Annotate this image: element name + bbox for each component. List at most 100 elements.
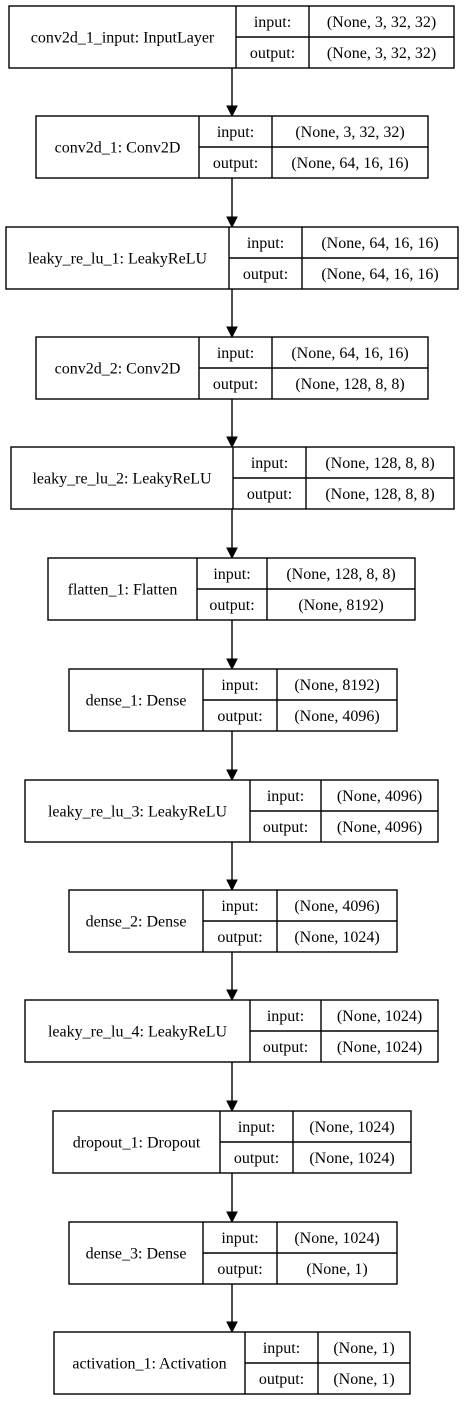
output-label: output: bbox=[250, 45, 295, 62]
layer-node: leaky_re_lu_1: LeakyReLU input: (None, 64,… bbox=[5, 226, 459, 290]
input-label: input: bbox=[221, 898, 258, 915]
input-label: input: bbox=[267, 788, 304, 805]
arrow-head bbox=[226, 1100, 238, 1113]
arrow-head bbox=[226, 436, 238, 449]
output-shape: (None, 1024) bbox=[337, 1039, 422, 1056]
input-shape: (None, 1) bbox=[333, 1340, 394, 1357]
output-label: output: bbox=[263, 819, 308, 836]
output-shape: (None, 8192) bbox=[298, 597, 383, 614]
flow-arrow bbox=[226, 289, 238, 339]
input-shape: (None, 1024) bbox=[337, 1008, 422, 1025]
output-label: output: bbox=[213, 155, 258, 172]
output-shape: (None, 1024) bbox=[294, 929, 379, 946]
output-label: output: bbox=[213, 376, 258, 393]
output-shape: (None, 1) bbox=[306, 1261, 367, 1278]
input-shape: (None, 128, 8, 8) bbox=[286, 566, 395, 583]
input-label: input: bbox=[221, 677, 258, 694]
layer-title: dropout_1: Dropout bbox=[73, 1135, 201, 1152]
layer-title: dense_3: Dense bbox=[86, 1246, 187, 1263]
arrow-head bbox=[226, 1321, 238, 1334]
flow-arrow bbox=[226, 1284, 238, 1334]
layer-title: dense_1: Dense bbox=[86, 693, 187, 710]
flow-arrow bbox=[226, 399, 238, 449]
output-shape: (None, 64, 16, 16) bbox=[321, 266, 438, 283]
arrow-head bbox=[226, 216, 238, 229]
layer-title: leaky_re_lu_2: LeakyReLU bbox=[32, 471, 211, 488]
layer-title: leaky_re_lu_4: LeakyReLU bbox=[48, 1024, 227, 1041]
arrow-head bbox=[226, 547, 238, 560]
layer-node: dense_1: Dense input: (None, 8192) output: (… bbox=[68, 668, 398, 732]
input-shape: (None, 3, 32, 32) bbox=[295, 124, 404, 141]
layer-node: dropout_1: Dropout input: (None, 1024) outp… bbox=[52, 1110, 412, 1174]
output-label: output: bbox=[217, 1261, 262, 1278]
output-shape: (None, 3, 32, 32) bbox=[327, 45, 436, 62]
output-label: output: bbox=[234, 1150, 279, 1167]
output-shape: (None, 128, 8, 8) bbox=[325, 486, 434, 503]
input-shape: (None, 4096) bbox=[337, 788, 422, 805]
input-shape: (None, 3, 32, 32) bbox=[327, 14, 436, 31]
layer-node: leaky_re_lu_2: LeakyReLU input: (None, 128… bbox=[10, 446, 455, 510]
input-label: input: bbox=[251, 455, 288, 472]
output-label: output: bbox=[247, 486, 292, 503]
arrow-head bbox=[226, 658, 238, 671]
input-label: input: bbox=[221, 1230, 258, 1247]
layer-node: leaky_re_lu_3: LeakyReLU input: (None, 409… bbox=[24, 779, 439, 843]
layer-node: flatten_1: Flatten input: (None, 128, 8, 8… bbox=[47, 557, 416, 621]
layer-title: dense_2: Dense bbox=[86, 914, 187, 931]
output-shape: (None, 4096) bbox=[337, 819, 422, 836]
input-label: input: bbox=[267, 1008, 304, 1025]
input-shape: (None, 1024) bbox=[294, 1230, 379, 1247]
layer-node: activation_1: Activation input: (None, 1) o… bbox=[53, 1331, 411, 1395]
arrow-head bbox=[226, 326, 238, 339]
layer-title: activation_1: Activation bbox=[72, 1356, 226, 1373]
input-label: input: bbox=[217, 345, 254, 362]
flow-arrow bbox=[226, 509, 238, 560]
input-shape: (None, 128, 8, 8) bbox=[325, 455, 434, 472]
arrow-head bbox=[226, 1211, 238, 1224]
layer-node: conv2d_2: Conv2D input: (None, 64, 16, 16)… bbox=[35, 336, 429, 400]
input-label: input: bbox=[254, 14, 291, 31]
output-shape: (None, 1024) bbox=[309, 1150, 394, 1167]
input-label: input: bbox=[217, 124, 254, 141]
flow-arrow bbox=[226, 620, 238, 671]
output-label: output: bbox=[209, 597, 254, 614]
flow-arrow bbox=[226, 842, 238, 892]
flow-arrow bbox=[226, 1173, 238, 1224]
layer-node: leaky_re_lu_4: LeakyReLU input: (None, 102… bbox=[24, 999, 439, 1063]
input-shape: (None, 64, 16, 16) bbox=[291, 345, 408, 362]
output-shape: (None, 1) bbox=[333, 1371, 394, 1388]
input-shape: (None, 1024) bbox=[309, 1119, 394, 1136]
arrow-head bbox=[226, 105, 238, 118]
output-shape: (None, 128, 8, 8) bbox=[295, 376, 404, 393]
output-label: output: bbox=[263, 1039, 308, 1056]
input-label: input: bbox=[247, 235, 284, 252]
arrow-head bbox=[226, 769, 238, 782]
layer-title: leaky_re_lu_1: LeakyReLU bbox=[28, 251, 207, 268]
flow-arrow bbox=[226, 68, 238, 118]
layer-title: flatten_1: Flatten bbox=[68, 582, 178, 599]
layer-node: dense_3: Dense input: (None, 1024) output: (… bbox=[68, 1221, 398, 1285]
layer-title: conv2d_1_input: InputLayer bbox=[31, 30, 215, 47]
input-label: input: bbox=[238, 1119, 275, 1136]
layer-title: conv2d_1: Conv2D bbox=[55, 140, 181, 157]
flow-arrow bbox=[226, 952, 238, 1002]
arrow-head bbox=[226, 989, 238, 1002]
output-label: output: bbox=[217, 708, 262, 725]
output-shape: (None, 4096) bbox=[294, 708, 379, 725]
layer-title: leaky_re_lu_3: LeakyReLU bbox=[48, 804, 227, 821]
input-label: input: bbox=[263, 1340, 300, 1357]
layer-node: conv2d_1_input: InputLayer input: (None, 3… bbox=[8, 5, 455, 69]
input-shape: (None, 8192) bbox=[294, 677, 379, 694]
output-label: output: bbox=[243, 266, 288, 283]
input-shape: (None, 64, 16, 16) bbox=[321, 235, 438, 252]
output-label: output: bbox=[217, 929, 262, 946]
arrow-head bbox=[226, 879, 238, 892]
layer-title: conv2d_2: Conv2D bbox=[55, 361, 181, 378]
flow-arrow bbox=[226, 1062, 238, 1113]
input-label: input: bbox=[213, 566, 250, 583]
layer-node: conv2d_1: Conv2D input: (None, 3, 32, 32) o… bbox=[35, 115, 429, 179]
flow-arrow bbox=[226, 731, 238, 782]
output-label: output: bbox=[259, 1371, 304, 1388]
